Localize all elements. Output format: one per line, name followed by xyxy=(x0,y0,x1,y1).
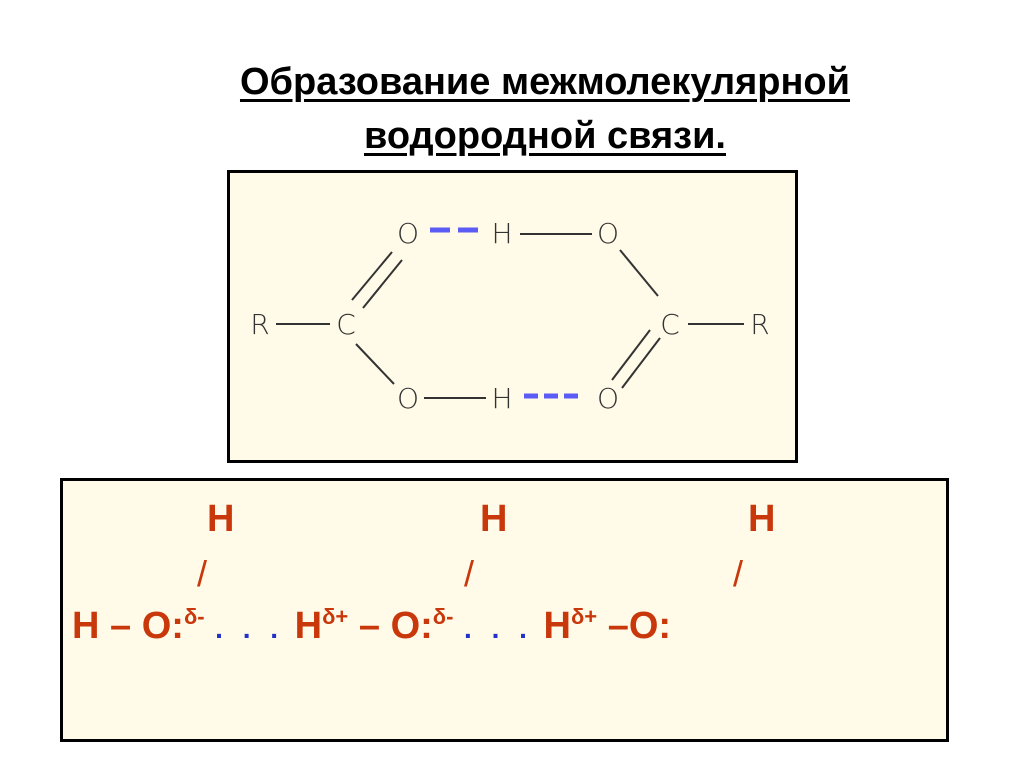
chain-delta-minus-1: δ- xyxy=(183,604,205,629)
chain-delta-minus-2: δ- xyxy=(432,604,454,629)
title-line-2: водородной связи. xyxy=(363,115,726,157)
chain-hbond-dots-2: . . . xyxy=(464,613,533,644)
water-top-h-2: H xyxy=(480,498,508,540)
chain-h-end: H xyxy=(543,605,571,647)
water-top-h-1: H xyxy=(207,498,235,540)
water-slash-2: / xyxy=(464,553,475,594)
carboxylic-acid-dimer-box xyxy=(227,170,798,463)
double-bond-right-b xyxy=(611,329,651,381)
chain-delta-plus-1: δ+ xyxy=(322,604,349,629)
atom-o-top-right: O xyxy=(597,217,619,250)
chain-dash-2: – xyxy=(358,605,380,647)
double-bond-left-b xyxy=(362,259,403,309)
atom-o-top-left: O xyxy=(397,217,419,250)
chain-delta-plus-2: δ+ xyxy=(570,604,598,629)
atom-r-right: R xyxy=(750,308,769,341)
chain-o-1: O: xyxy=(141,605,184,647)
double-bond-right-a xyxy=(621,337,661,389)
title-line-1: Образование межмолекулярной xyxy=(239,61,851,103)
atom-h-bottom: H xyxy=(491,382,512,415)
chain-hbond-dots-1: . . . xyxy=(215,613,285,644)
atom-r-left: R xyxy=(250,308,269,341)
water-slash-3: / xyxy=(733,553,744,594)
chain-o-2: O: xyxy=(390,605,433,647)
atom-h-top: H xyxy=(491,217,512,250)
atom-o-bottom-right: O xyxy=(597,382,619,415)
water-hbond-box xyxy=(60,478,949,742)
chain-dash-3: – xyxy=(607,605,629,647)
double-bond-left-a xyxy=(351,251,393,301)
chain-o-3: O: xyxy=(628,605,672,647)
bond-c-o-lower-left xyxy=(355,343,395,385)
chain-dash-1: – xyxy=(110,605,132,647)
atom-o-bottom-left: O xyxy=(397,382,419,415)
water-chain: H – O:δ- . . . Hδ+ – O:δ- . . . Hδ+ –O: xyxy=(72,604,672,647)
water-slash-1: / xyxy=(197,553,208,594)
atom-c-left: C xyxy=(336,308,356,341)
atom-c-right: C xyxy=(660,308,680,341)
chain-h-start: H xyxy=(72,605,100,647)
bond-o-c-upper-right xyxy=(619,249,659,297)
water-top-h-3: H xyxy=(748,498,776,540)
chain-h-mid: H xyxy=(294,605,323,647)
